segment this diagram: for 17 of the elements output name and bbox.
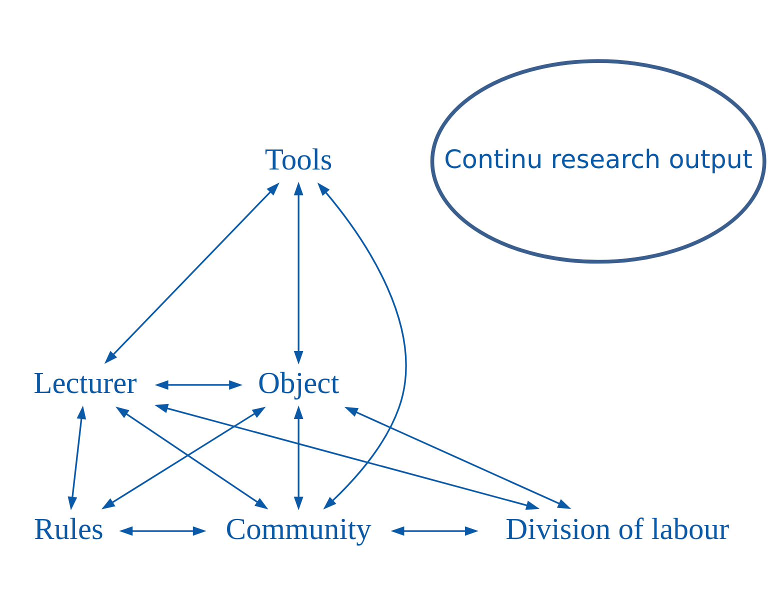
arrow bbox=[154, 404, 540, 510]
arrow bbox=[119, 526, 206, 536]
node-text: Community bbox=[226, 512, 372, 546]
arrow bbox=[104, 182, 280, 364]
node-text: Division of labour bbox=[506, 512, 730, 546]
arrow bbox=[317, 182, 407, 510]
arrow bbox=[68, 406, 86, 510]
arrow bbox=[294, 182, 304, 365]
node-text: Rules bbox=[34, 512, 104, 546]
arrow bbox=[344, 406, 572, 509]
node-text: Lecturer bbox=[34, 366, 137, 400]
node-text: Tools bbox=[264, 142, 332, 176]
arrow bbox=[294, 406, 304, 510]
node-text: Object bbox=[258, 366, 340, 400]
node-ellipse: Continu research output bbox=[430, 59, 766, 264]
arrow bbox=[390, 526, 478, 536]
arrow bbox=[154, 380, 243, 390]
